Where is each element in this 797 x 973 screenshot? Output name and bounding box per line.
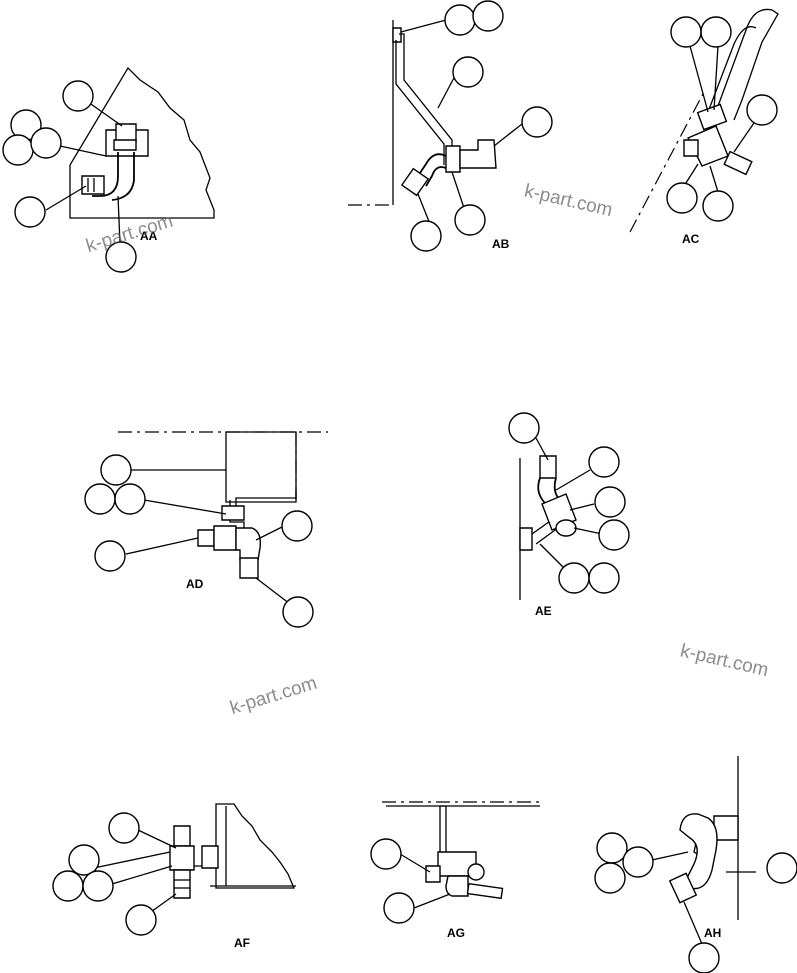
callout-circle <box>522 107 552 137</box>
view-label-ad: AD <box>186 577 204 591</box>
ac-port-right <box>724 152 752 175</box>
callout-circle <box>411 221 441 251</box>
callout-circle <box>667 183 697 213</box>
ag-hose-end <box>467 884 502 899</box>
ad-bracket <box>236 490 296 516</box>
callout-circle <box>445 5 475 35</box>
callout-circle <box>747 95 777 125</box>
callout-circle <box>671 17 701 47</box>
aa-elbow <box>92 152 118 196</box>
aa-nut <box>114 140 136 150</box>
ab-mount <box>393 28 401 42</box>
ah-hose-end <box>670 873 696 902</box>
ad-body <box>214 526 236 550</box>
callout-circle <box>115 484 145 514</box>
view-ah: AH <box>595 756 797 973</box>
callout-circle <box>95 541 125 571</box>
ae-fitting-top <box>540 456 556 478</box>
ac-clamp <box>698 104 727 129</box>
callout-circle <box>701 17 731 47</box>
ae-mount <box>520 528 532 550</box>
callout-circle <box>85 484 115 514</box>
view-label-af: AF <box>234 936 250 950</box>
ag-elbow <box>446 876 468 896</box>
ab-clamp <box>446 146 460 172</box>
callout-circle <box>101 455 131 485</box>
view-label-ab: AB <box>492 237 510 251</box>
view-label-ac: AC <box>682 232 700 246</box>
callout-circle <box>767 853 797 883</box>
ab-elbow-left <box>418 154 446 176</box>
ag-port-left <box>426 866 440 882</box>
view-ac: AC <box>630 9 778 246</box>
callout-circle <box>53 871 83 901</box>
callout-circle <box>15 197 45 227</box>
callout-circle <box>283 597 313 627</box>
callout-circle <box>595 863 625 893</box>
callout-circle <box>623 847 653 877</box>
view-ad: AD <box>85 432 328 627</box>
ad-clamp <box>222 506 244 520</box>
callout-circle <box>69 845 99 875</box>
ac-port-left <box>684 140 698 156</box>
callout-circle <box>126 905 156 935</box>
ah-elbow <box>680 814 717 889</box>
ad-fitting-bottom <box>240 558 258 578</box>
callout-circle <box>473 1 503 31</box>
callout-circle <box>453 57 483 87</box>
callout-circle <box>509 413 539 443</box>
callout-circle <box>31 128 61 158</box>
ab-hose-end <box>402 169 428 196</box>
callout-circle <box>703 191 733 221</box>
ad-fitting-left <box>198 530 214 546</box>
af-fitting-top <box>174 826 190 846</box>
callout-circle <box>597 833 627 863</box>
ae-cap <box>556 520 576 536</box>
callout-circle <box>595 487 625 517</box>
view-ae: AE <box>509 413 629 618</box>
ad-tank <box>226 432 296 502</box>
callout-circle <box>455 205 485 235</box>
view-label-aa: AA <box>140 229 158 243</box>
callout-circle <box>3 135 33 165</box>
view-aa: AA <box>3 68 214 272</box>
callout-circle <box>83 871 113 901</box>
callout-circle <box>559 563 589 593</box>
aa-panel <box>70 68 214 218</box>
callout-circle <box>109 813 139 843</box>
af-fitting-bottom <box>174 870 190 898</box>
af-panel <box>216 804 294 888</box>
callout-circle <box>589 447 619 477</box>
callout-circle <box>589 563 619 593</box>
view-ab: AB <box>348 1 552 251</box>
callout-circle <box>371 839 401 869</box>
af-body <box>170 846 194 870</box>
aa-hose-end <box>82 176 104 194</box>
ad-elbow <box>236 528 260 560</box>
ab-elbow-right <box>460 140 496 168</box>
callout-circle <box>282 511 312 541</box>
view-label-ag: AG <box>447 926 465 940</box>
view-label-ah: AH <box>704 926 721 940</box>
view-ag: AG <box>371 802 540 940</box>
callout-circle <box>384 893 414 923</box>
callout-circle <box>63 81 93 111</box>
callout-circle <box>599 520 629 550</box>
af-nut-right <box>202 846 218 868</box>
ag-bracket <box>440 806 446 856</box>
view-af: AF <box>53 804 296 950</box>
callout-circle <box>106 242 136 272</box>
ag-port-right <box>468 864 484 880</box>
callout-circle <box>689 943 719 973</box>
view-label-ae: AE <box>535 604 552 618</box>
